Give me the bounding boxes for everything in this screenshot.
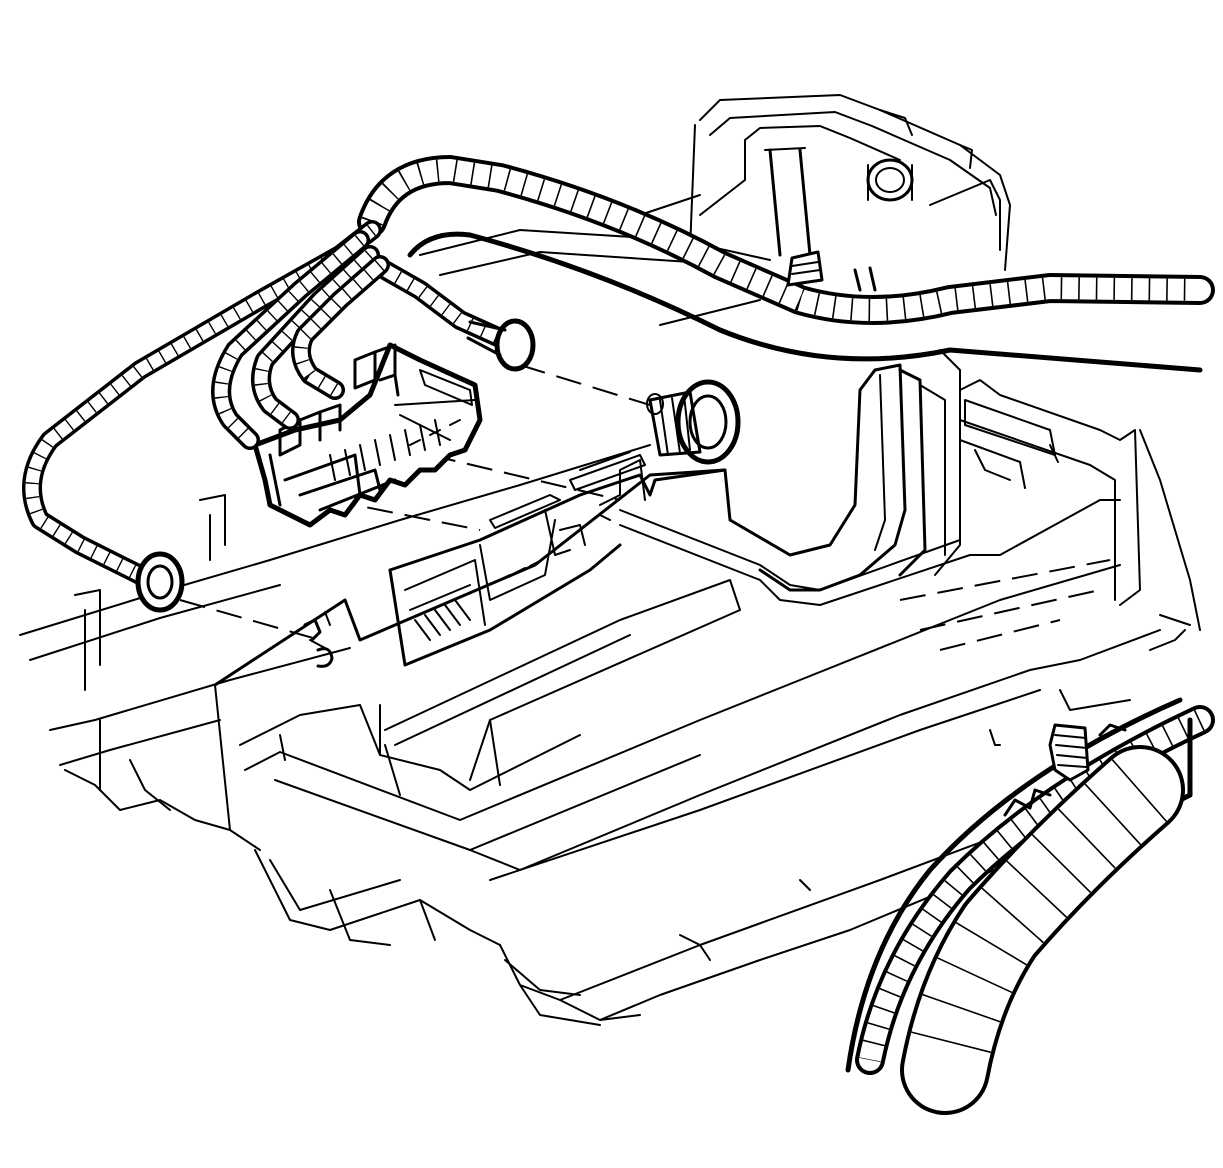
threaded-stud-icon: [1048, 723, 1090, 782]
harness-connectors: [252, 342, 483, 528]
lower-harness: [845, 697, 1215, 1115]
wiring-harness: [22, 155, 1215, 613]
assembly-guide-lines: [179, 364, 1111, 651]
ground-stud: [303, 611, 334, 668]
module-housing: [19, 94, 1201, 1026]
harness-clip-icon: [786, 250, 824, 287]
seal-connector: [646, 379, 741, 465]
module-receptacle: [388, 451, 727, 667]
filler-cap-icon: [866, 158, 914, 202]
ring-terminal-icon: [135, 551, 185, 613]
seal-plug-icon: [494, 318, 536, 372]
